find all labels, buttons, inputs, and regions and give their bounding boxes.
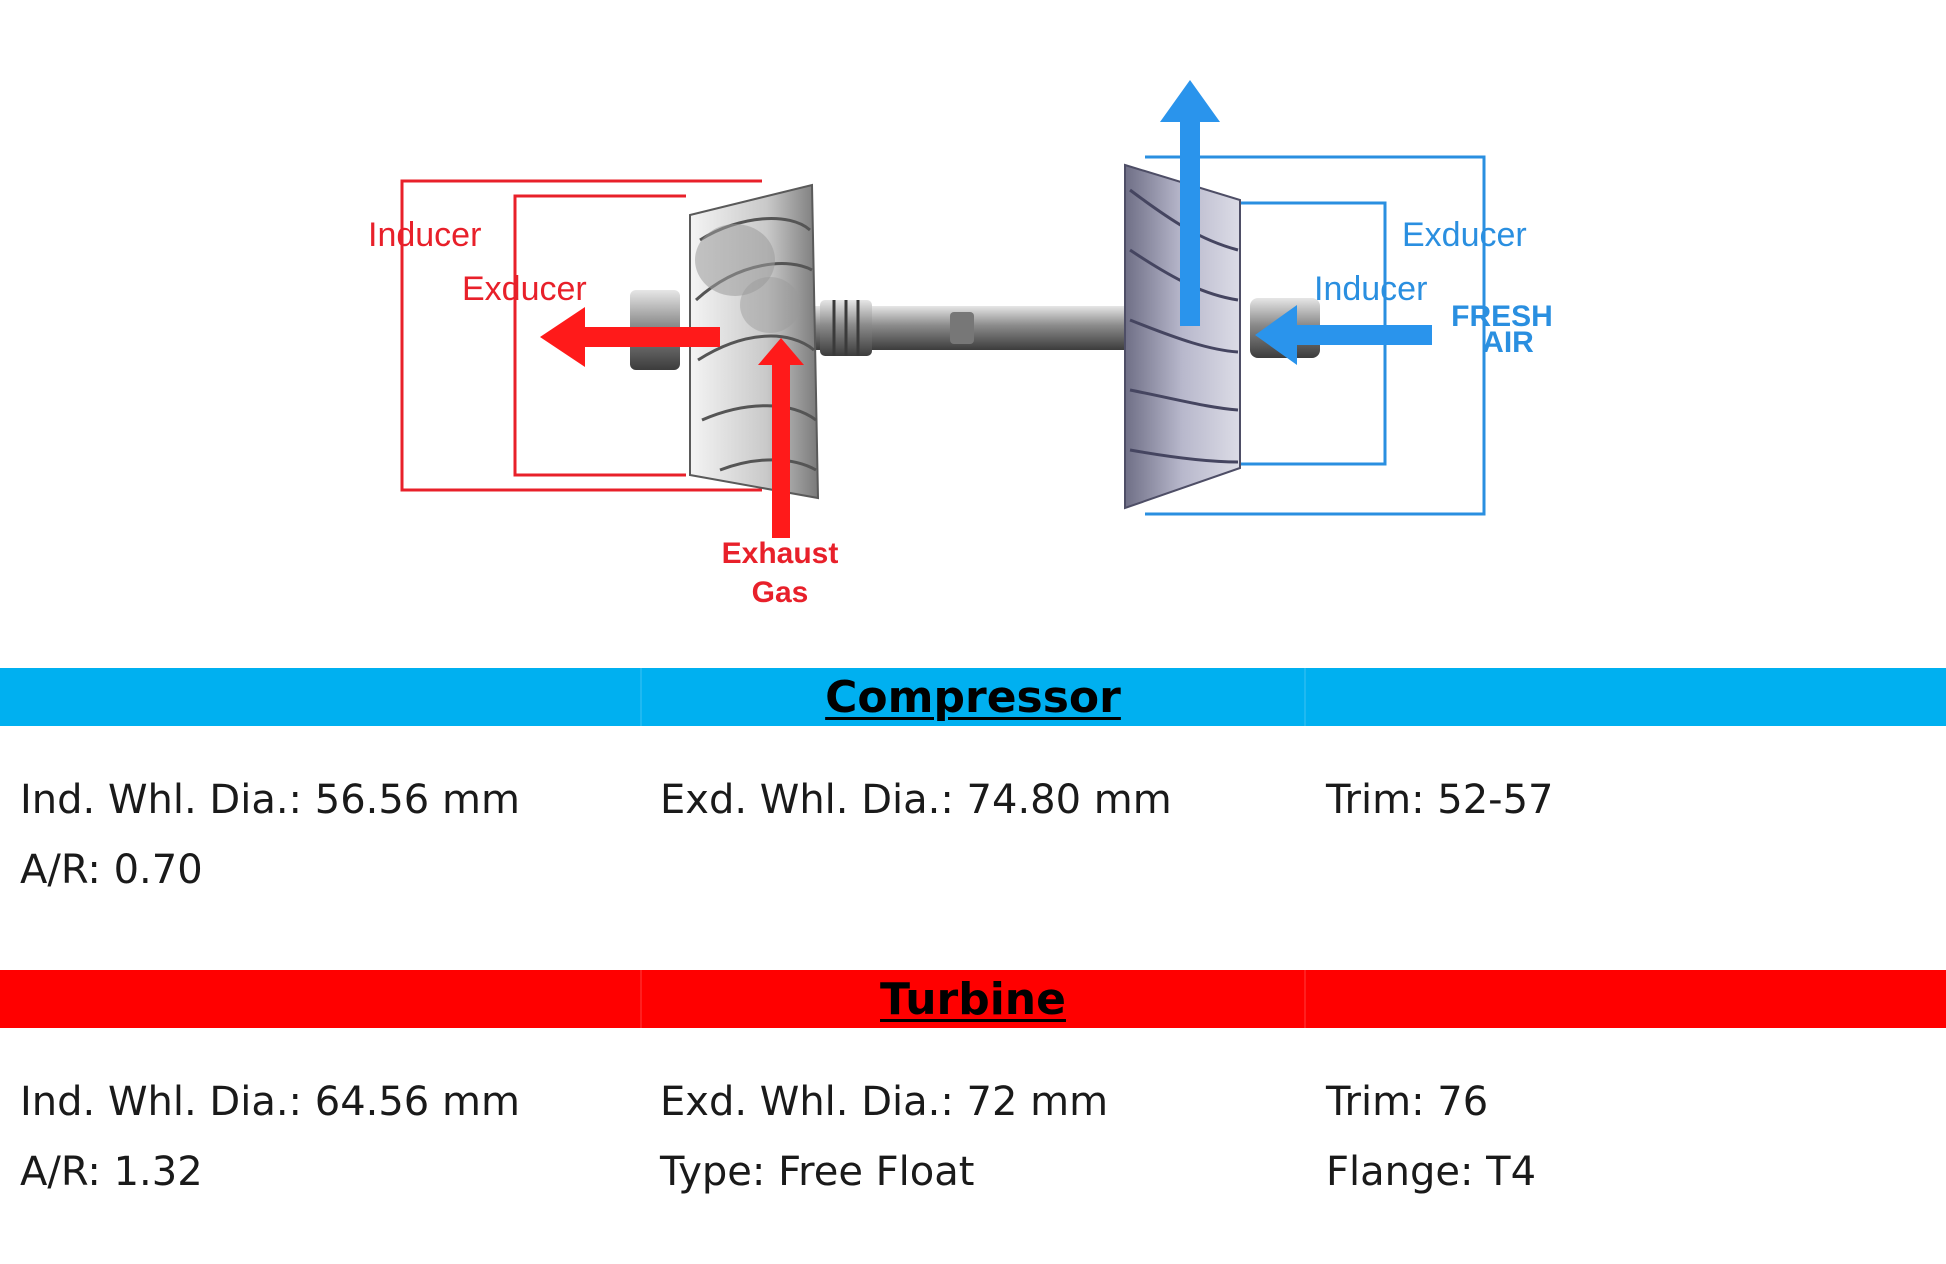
fresh-air-label-line2: AIR (1482, 326, 1534, 359)
compressor-ind-whl-dia: Ind. Whl. Dia.: 56.56 mm (20, 777, 520, 823)
turbine-inducer-label: Inducer (368, 216, 481, 254)
compressor-title: Compressor (825, 671, 1121, 723)
turbine-type: Type: Free Float (660, 1149, 975, 1195)
turbine-ind-whl-dia: Ind. Whl. Dia.: 64.56 mm (20, 1079, 520, 1125)
compressor-ar: A/R: 0.70 (20, 847, 203, 893)
turbine-header-band: Turbine (0, 970, 1946, 1028)
compressor-exducer-label: Exducer (1402, 216, 1527, 254)
fresh-air-label-line1: FRESH (1451, 300, 1553, 333)
compressor-trim: Trim: 52-57 (1326, 777, 1554, 823)
turbine-outline (400, 179, 762, 492)
turbo-rotor-diagram: Inducer Exducer Exhaust Gas Exducer Indu… (368, 80, 1553, 609)
fresh-air-arrow-icon (1255, 305, 1432, 365)
compressor-inducer-label: Inducer (1314, 270, 1427, 308)
turbine-trim: Trim: 76 (1326, 1079, 1489, 1125)
turbine-title: Turbine (880, 973, 1066, 1025)
compressor-exd-whl-dia: Exd. Whl. Dia.: 74.80 mm (660, 777, 1172, 823)
turbine-flange: Flange: T4 (1326, 1149, 1537, 1195)
exhaust-label-line2: Gas (752, 576, 809, 609)
exhaust-gas-arrow-icon (758, 338, 804, 538)
compressor-outflow-arrow-icon (1160, 80, 1220, 326)
turbine-outflow-arrow-icon (540, 307, 720, 367)
turbine-ar: A/R: 1.32 (20, 1149, 203, 1195)
compressor-header-band: Compressor (0, 668, 1946, 726)
exhaust-label-line1: Exhaust (722, 537, 839, 570)
turbine-exducer-label: Exducer (462, 270, 587, 308)
turbine-exd-whl-dia: Exd. Whl. Dia.: 72 mm (660, 1079, 1109, 1125)
